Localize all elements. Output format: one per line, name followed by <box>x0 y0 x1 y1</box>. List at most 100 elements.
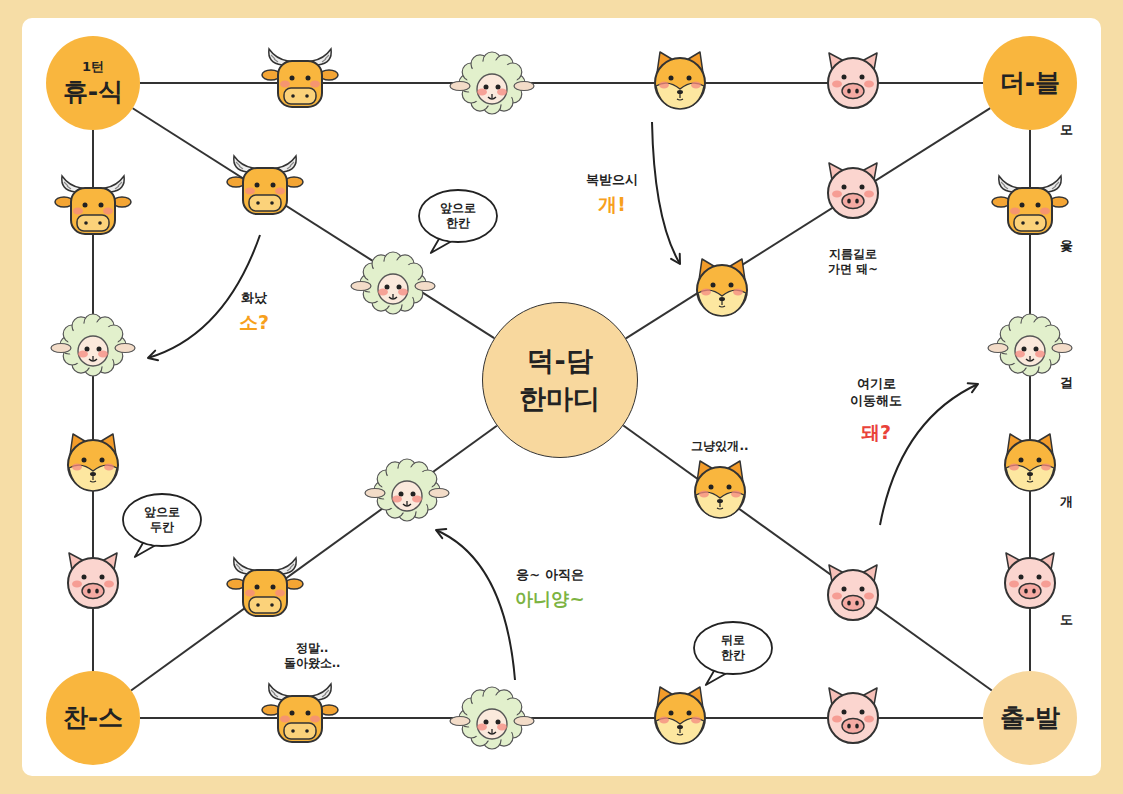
nostril <box>270 201 274 205</box>
pig-snout <box>1019 584 1041 599</box>
eye <box>271 585 276 590</box>
dog-mouth <box>717 503 723 509</box>
sheep-icon <box>51 314 135 376</box>
sheep-wool <box>382 467 432 513</box>
eye <box>1037 458 1042 463</box>
cow-face <box>278 696 322 742</box>
eye <box>860 710 865 715</box>
cow-icon <box>262 49 338 107</box>
pig-icon <box>68 553 118 608</box>
pig-snout <box>82 584 104 599</box>
sheep-mouth <box>488 729 496 734</box>
cow-face <box>278 61 322 107</box>
board-path <box>626 108 990 338</box>
eye <box>97 347 102 352</box>
cow-muzzle <box>249 597 281 613</box>
nostril <box>305 729 309 733</box>
eye <box>1022 347 1027 352</box>
curved-arrow <box>436 530 515 680</box>
pig-snout <box>842 596 864 611</box>
cow-icon <box>992 176 1068 234</box>
dog-head <box>68 440 118 490</box>
dog-mouth <box>719 301 725 307</box>
horn-stripe <box>271 690 278 697</box>
eye <box>100 458 105 463</box>
eye <box>860 587 865 592</box>
cheek <box>691 82 701 89</box>
cheek <box>104 464 114 471</box>
pig-icon <box>828 688 878 743</box>
pun-caption: 그냥있개.. <box>691 439 748 455</box>
cheek <box>731 491 741 498</box>
pig-icon <box>1005 553 1055 608</box>
sheep-ear <box>51 344 71 353</box>
sheep-icon <box>450 52 534 114</box>
board-circle: 찬-스 <box>46 671 140 765</box>
horn-stripe <box>236 564 243 571</box>
cheek <box>245 188 255 195</box>
nostril <box>847 88 851 93</box>
sheep-ear <box>988 344 1008 353</box>
eye <box>687 76 692 81</box>
sheep-icon <box>365 459 449 521</box>
board-circle: 더-블 <box>983 36 1077 130</box>
speech-bubble: 앞으로 한칸 <box>418 189 498 243</box>
eye <box>860 75 865 80</box>
pig-head <box>828 58 878 108</box>
dog-nose <box>677 90 683 94</box>
cheek <box>72 464 82 471</box>
eye <box>709 485 714 490</box>
sheep-icon <box>351 252 435 314</box>
sheep-face <box>378 274 408 304</box>
sheep-mouth <box>1026 356 1034 361</box>
pig-head <box>828 570 878 620</box>
cow-icon <box>227 156 303 214</box>
space-name: 출-발 <box>1000 702 1060 733</box>
nostril <box>1032 588 1036 593</box>
dog-nose <box>719 297 725 301</box>
cheek <box>699 491 709 498</box>
eye <box>687 711 692 716</box>
cheek <box>1010 208 1020 215</box>
sheep-ear <box>351 282 371 291</box>
sheep-ear <box>365 489 385 498</box>
eye <box>669 711 674 716</box>
eye <box>99 203 104 208</box>
sheep-icon <box>988 314 1072 376</box>
eye <box>842 587 847 592</box>
cow-face <box>71 188 115 234</box>
horn-stripe <box>1052 182 1059 189</box>
horn-stripe <box>287 162 294 169</box>
dog-mouth <box>677 729 683 735</box>
sheep-ear <box>450 717 470 726</box>
cheek <box>832 81 842 88</box>
pig-head <box>1005 558 1055 608</box>
eye <box>100 575 105 580</box>
board-circle: 덕-담 한마디 <box>482 302 638 458</box>
bubble-body <box>694 622 772 674</box>
cheek <box>310 81 320 88</box>
pig-head <box>828 168 878 218</box>
sheep-ear <box>115 344 135 353</box>
bubble-text: 앞으로 한칸 <box>438 201 478 231</box>
pig-snout <box>842 84 864 99</box>
dog-mouth <box>677 94 683 100</box>
sheep-ear <box>415 282 435 291</box>
cheek <box>1041 581 1051 588</box>
dog-icon <box>697 259 747 316</box>
pun-caption: 정말.. 돌아왔소.. <box>280 641 343 671</box>
space-name: 더-블 <box>1000 67 1060 98</box>
sheep-ear <box>429 489 449 498</box>
cow-icon <box>55 176 131 234</box>
sheep-wool <box>467 695 517 741</box>
sheep-ear <box>1052 344 1072 353</box>
nostril <box>270 603 274 607</box>
bubble-text: 앞으로 두칸 <box>142 505 182 535</box>
cheek <box>245 590 255 597</box>
sheep-mouth <box>89 356 97 361</box>
pig-icon <box>828 163 878 218</box>
space-name: 덕-담 한마디 <box>503 342 616 418</box>
bubble-tail <box>706 669 728 685</box>
pig-snout <box>842 194 864 209</box>
speech-bubble: 뒤로 한칸 <box>693 621 773 675</box>
